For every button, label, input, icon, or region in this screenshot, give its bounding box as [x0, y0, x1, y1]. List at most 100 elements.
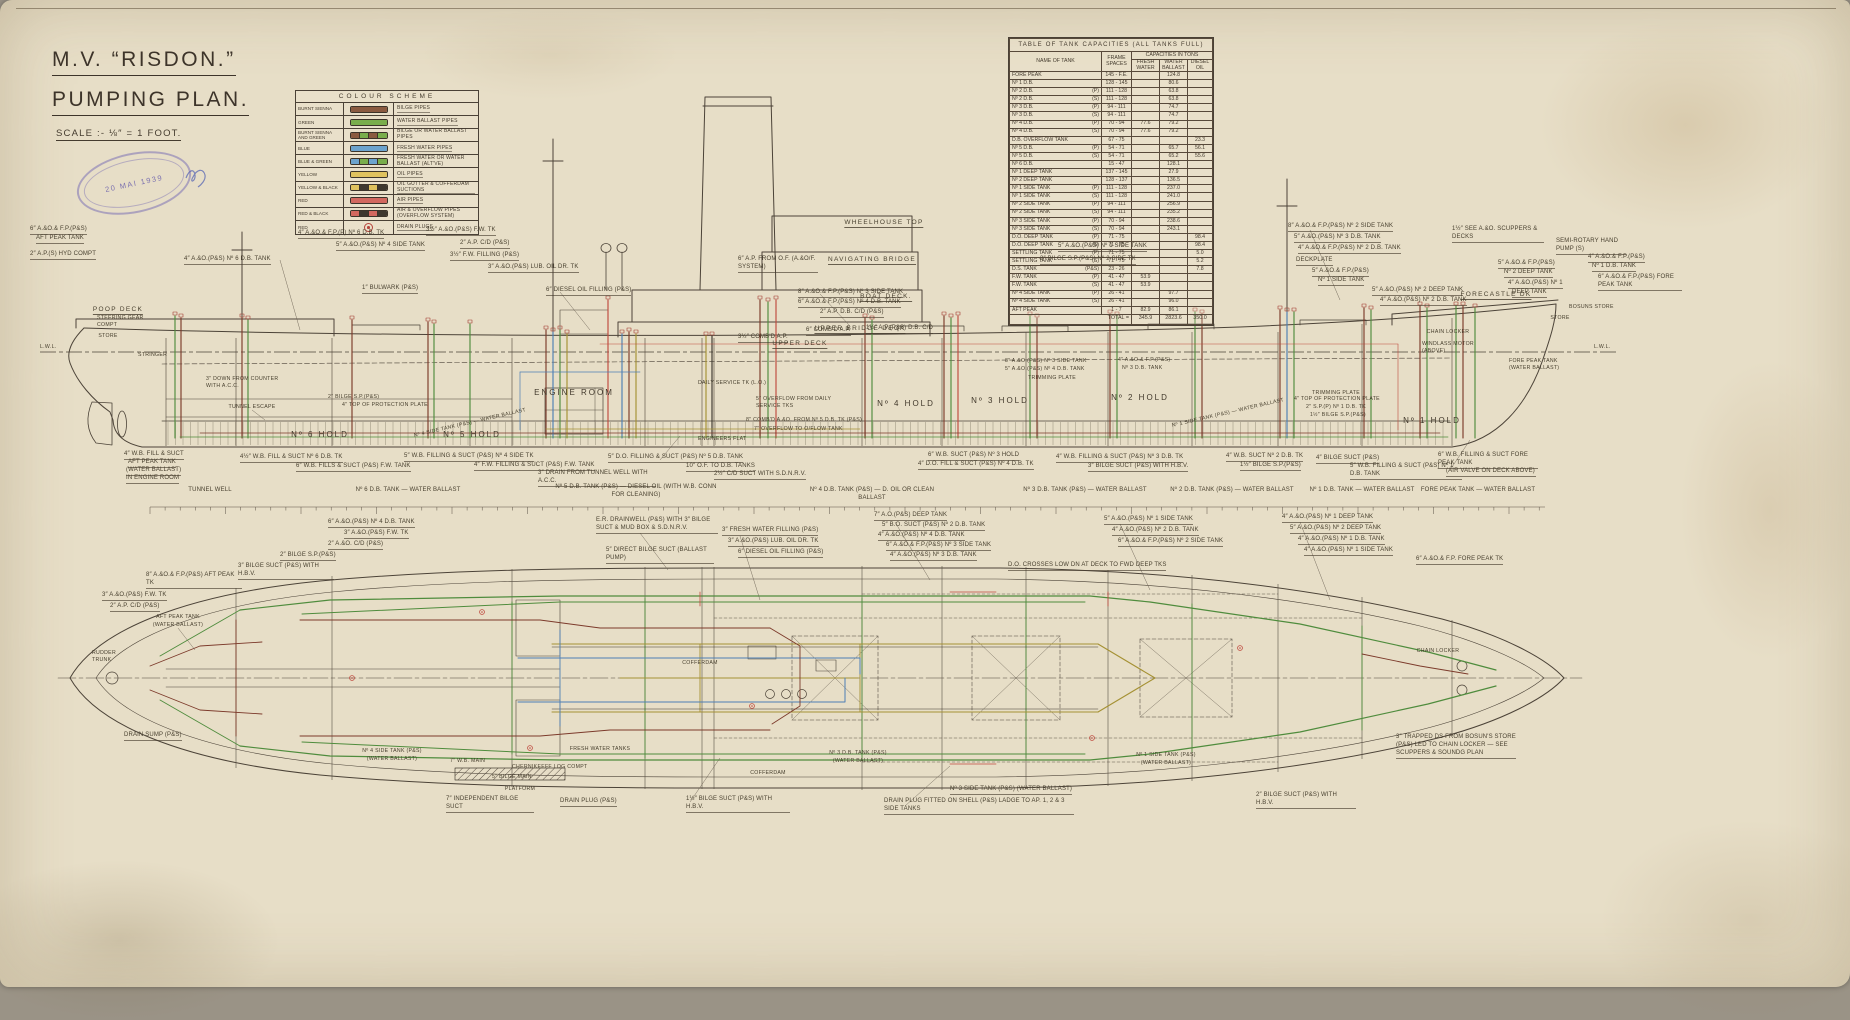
legend-title: COLOUR SCHEME — [296, 91, 478, 103]
legend-colour-name: BURNT SIENNA — [296, 103, 344, 115]
legend-swatch-cell — [344, 182, 394, 194]
legend-swatch-cell — [344, 142, 394, 154]
scale-note: SCALE :- ⅛″ = 1 FOOT. — [56, 128, 181, 141]
legend-swatch-cell — [344, 129, 394, 141]
drain-plug-symbol — [364, 223, 373, 232]
legend-description: WATER BALLAST PIPES — [394, 116, 478, 128]
elevation-bulkheads — [166, 318, 1452, 446]
legend-colour-name: RED — [296, 221, 344, 234]
legend-colour-name: RED & BLACK — [296, 208, 344, 220]
drawing-title: PUMPING PLAN. — [52, 88, 249, 116]
legend-colour-name: YELLOW — [296, 168, 344, 180]
legend-swatch — [350, 171, 388, 178]
legend-description: FRESH WATER PIPES — [394, 142, 478, 154]
legend-rows: BURNT SIENNA BILGE PIPES GREEN WATER BALLAS… — [296, 103, 478, 234]
legend-row: YELLOW OIL PIPES — [296, 168, 478, 181]
legend-description: OIL GUTTER & COFFERDAM SUCTIONS — [394, 182, 478, 194]
legend-swatch — [350, 119, 388, 126]
legend-row: BURNT SIENNA BILGE PIPES — [296, 103, 478, 116]
legend-swatch-cell — [344, 195, 394, 207]
legend-row: BLUE & GREEN FRESH WATER OR WATER BALLAST… — [296, 155, 478, 168]
col-name: NAME OF TANK — [1010, 52, 1102, 72]
legend-swatch-cell — [344, 168, 394, 180]
legend-colour-name: RED — [296, 195, 344, 207]
legend-description: DRAIN PLUGS — [394, 221, 478, 234]
linework-svg — [0, 0, 1850, 987]
frame-ruler — [150, 507, 1545, 514]
legend-row: BLUE FRESH WATER PIPES — [296, 142, 478, 155]
legend-swatch — [350, 210, 388, 217]
legend-colour-name: GREEN — [296, 116, 344, 128]
legend-swatch — [350, 197, 388, 204]
colour-scheme-legend: COLOUR SCHEME BURNT SIENNA BILGE PIPES GRE… — [295, 90, 479, 235]
legend-swatch-cell — [344, 103, 394, 115]
legend-description: FRESH WATER OR WATER BALLAST (ALT'VE) — [394, 155, 478, 167]
legend-swatch — [350, 158, 388, 165]
leader-lines — [178, 230, 1470, 806]
ship-name: M.V. “RISDON.” — [52, 48, 236, 76]
frame-ticks — [168, 422, 1443, 445]
tank-capacity-table: TABLE OF TANK CAPACITIES (ALL TANKS FULL… — [1008, 37, 1214, 326]
legend-description: BILGE OR WATER BALLAST PIPES — [394, 129, 478, 141]
legend-description: OIL PIPES — [394, 168, 478, 180]
legend-row: RED AIR PIPES — [296, 195, 478, 208]
legend-row: RED DRAIN PLUGS — [296, 221, 478, 234]
legend-swatch-cell — [344, 116, 394, 128]
drawing-sheet: M.V. “RISDON.” PUMPING PLAN. SCALE :- ⅛″… — [0, 0, 1850, 987]
elevation-hull — [69, 97, 1558, 447]
legend-description: BILGE PIPES — [394, 103, 478, 115]
legend-row: BURNT SIENNA AND GREEN BILGE OR WATER BAL… — [296, 129, 478, 142]
legend-colour-name: BURNT SIENNA AND GREEN — [296, 129, 344, 141]
pipe-runs — [150, 296, 1496, 764]
legend-swatch — [350, 145, 388, 152]
legend-swatch — [350, 184, 388, 191]
stamp-date: 20 MAI 1939 — [104, 172, 164, 193]
legend-swatch — [350, 132, 388, 139]
legend-swatch-cell — [344, 155, 394, 167]
legend-description: AIR & OVERFLOW PIPES (OVERFLOW SYSTEM) — [394, 208, 478, 220]
capacity-table-grid: TABLE OF TANK CAPACITIES (ALL TANKS FULL… — [1009, 38, 1213, 325]
legend-colour-name: BLUE — [296, 142, 344, 154]
legend-row: RED & BLACK AIR & OVERFLOW PIPES (OVERFLO… — [296, 208, 478, 221]
legend-colour-name: BLUE & GREEN — [296, 155, 344, 167]
capacity-table-title: TABLE OF TANK CAPACITIES (ALL TANKS FULL… — [1010, 39, 1213, 52]
legend-description: AIR PIPES — [394, 195, 478, 207]
legend-swatch-cell — [344, 208, 394, 220]
legend-swatch-cell — [344, 221, 394, 234]
